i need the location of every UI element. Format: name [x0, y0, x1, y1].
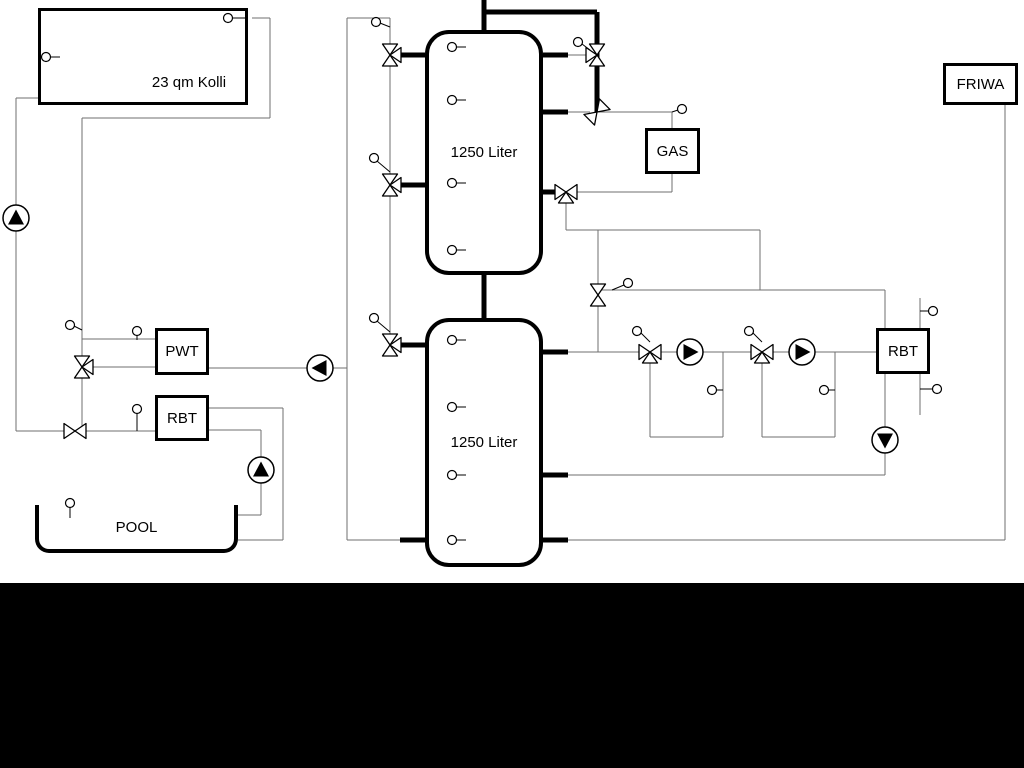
- temp-sensor-icon: [131, 403, 143, 431]
- temp-sensor-icon: [370, 16, 391, 28]
- distribution-valve-icon: [589, 283, 607, 307]
- rbt-left-box: RBT: [155, 395, 209, 441]
- temp-sensor-icon: [671, 103, 688, 115]
- heating-circuit-1-valve-icon: [638, 343, 662, 364]
- buffer-tank-top-label: 1250 Liter: [450, 144, 518, 161]
- collector-pump-icon: [2, 204, 30, 232]
- temp-sensor-icon: [446, 244, 466, 256]
- heating-circuit-2-valve-icon: [750, 343, 774, 364]
- boiler-flow-valve-icon: [585, 43, 606, 67]
- temp-sensor-icon: [446, 41, 466, 53]
- letterbox-bottom: [0, 583, 1024, 768]
- tank1-mid-valve-icon: [381, 173, 402, 197]
- temp-sensor-icon: [446, 94, 466, 106]
- temp-sensor-icon: [446, 401, 466, 413]
- temp-sensor-icon: [64, 497, 76, 518]
- buffer-tank-bottom: 1250 Liter: [425, 318, 543, 567]
- solar-collector-box: 23 qm Kolli: [38, 8, 248, 105]
- pool-label: POOL: [115, 518, 158, 536]
- temp-sensor-icon: [572, 36, 591, 51]
- temp-sensor-icon: [368, 312, 391, 333]
- friwa-label: FRIWA: [956, 75, 1005, 93]
- rbt-right-label: RBT: [888, 342, 918, 360]
- piping-layer: [2, 0, 1006, 546]
- pwt-heat-exchanger-box: PWT: [155, 328, 209, 375]
- temp-sensor-icon: [706, 384, 723, 396]
- buffer-tank-top: 1250 Liter: [425, 30, 543, 275]
- temp-sensor-icon: [131, 325, 143, 340]
- boiler-return-valve-icon: [554, 183, 578, 204]
- friwa-station-box: FRIWA: [943, 63, 1018, 105]
- rbt-right-pump-icon: [871, 426, 899, 454]
- gas-boiler-label: GAS: [656, 142, 689, 160]
- temp-sensor-icon: [631, 325, 651, 343]
- pwt-label: PWT: [165, 343, 199, 360]
- tank2-charge-valve-icon: [381, 333, 402, 357]
- sensors: [40, 12, 943, 546]
- temp-sensor-icon: [446, 334, 466, 346]
- temp-sensor-icon: [743, 325, 763, 343]
- temp-sensor-icon: [446, 469, 466, 481]
- pool-basin: POOL: [35, 505, 238, 553]
- solar-diverter-valve-icon: [73, 355, 94, 379]
- pwt-charge-pump-icon: [306, 354, 334, 382]
- rbt-left-label: RBT: [167, 409, 197, 427]
- temp-sensor-icon: [920, 305, 939, 317]
- heating-circuit-2-pump-icon: [788, 338, 816, 366]
- collector-label: 23 qm Kolli: [151, 74, 227, 91]
- pool-return-valve-icon: [63, 422, 87, 440]
- temp-sensor-icon: [64, 319, 83, 331]
- tank1-top-valve-icon: [381, 43, 402, 67]
- heating-circuit-1-pump-icon: [676, 338, 704, 366]
- temp-sensor-icon: [818, 384, 835, 396]
- pool-pump-icon: [247, 456, 275, 484]
- temp-sensor-icon: [40, 51, 60, 63]
- buffer-tank-bottom-label: 1250 Liter: [450, 434, 518, 451]
- rbt-right-box: RBT: [876, 328, 930, 374]
- temp-sensor-icon: [368, 152, 391, 173]
- temp-sensor-icon: [446, 534, 466, 546]
- temp-sensor-icon: [920, 383, 943, 395]
- gas-boiler-box: GAS: [645, 128, 700, 174]
- temp-sensor-icon: [611, 277, 634, 291]
- temp-sensor-icon: [446, 177, 466, 189]
